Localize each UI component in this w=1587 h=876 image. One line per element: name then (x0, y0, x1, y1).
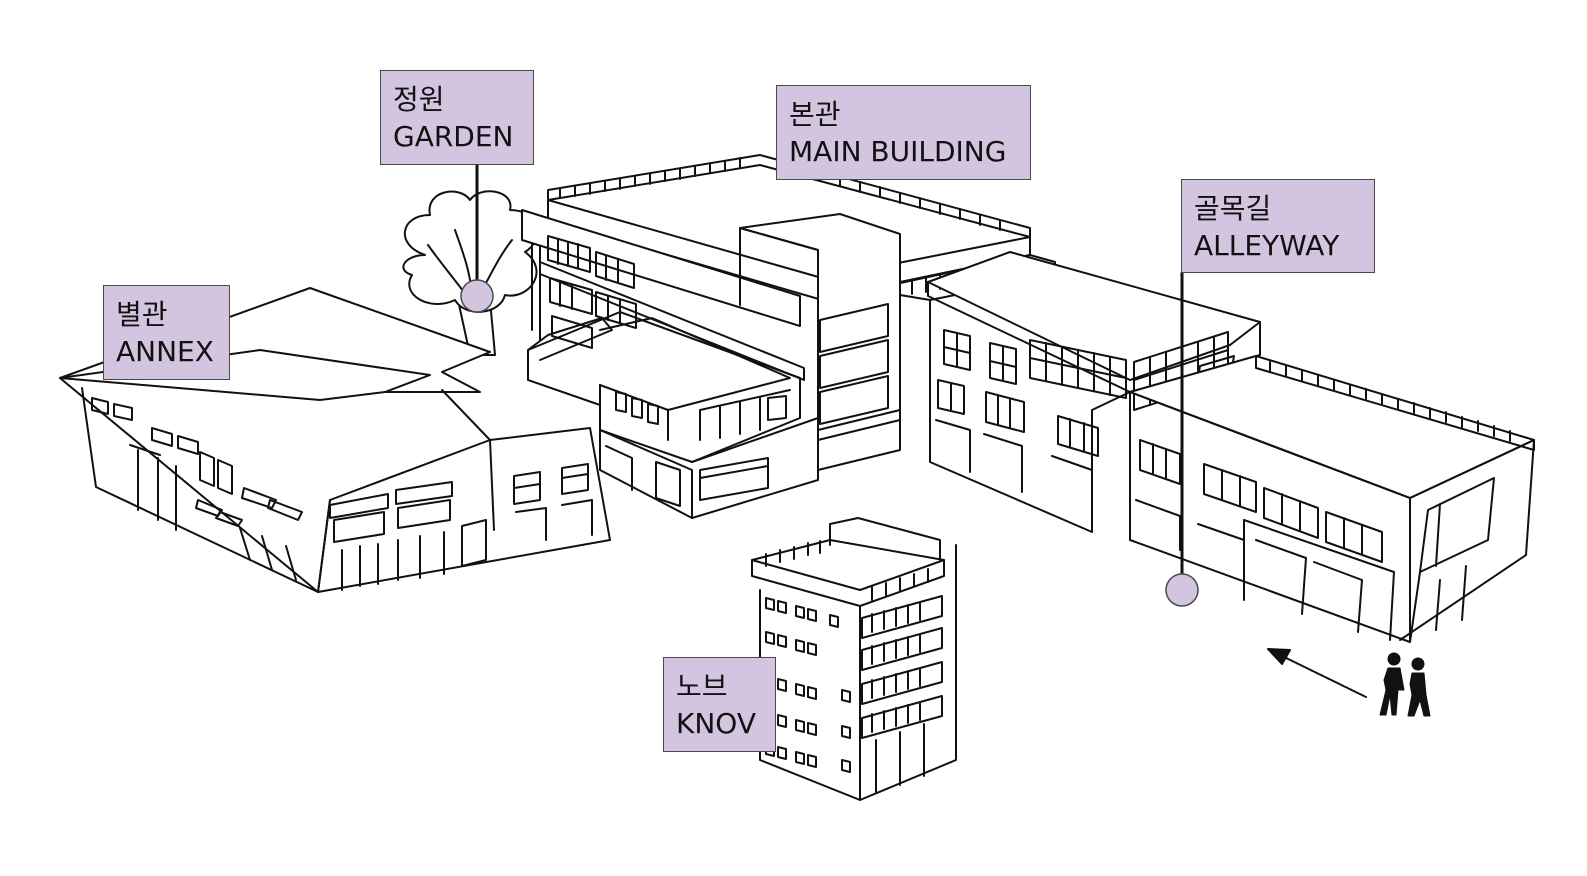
location-pin-marker[interactable] (1165, 573, 1199, 607)
alley-leader (1165, 271, 1199, 607)
knov-label-en: KNOV (676, 707, 757, 740)
location-pin-marker[interactable] (460, 279, 494, 313)
alleyway-label[interactable]: 골목길 ALLEYWAY (1181, 179, 1375, 273)
knov-label[interactable]: 노브 KNOV (663, 657, 776, 752)
garden-label[interactable]: 정원 GARDEN (380, 70, 534, 165)
garden-label-ko: 정원 (393, 83, 445, 116)
annex-building (59, 287, 611, 593)
main-building-label-ko: 본관 (789, 98, 841, 131)
main-building (521, 154, 1056, 471)
annex-label[interactable]: 별관 ANNEX (103, 285, 230, 380)
garden-leader (460, 163, 494, 313)
annex-label-ko: 별관 (116, 298, 168, 331)
knov-building (751, 517, 957, 801)
knov-label-ko: 노브 (676, 670, 728, 703)
central-building (527, 311, 819, 519)
main-building-label-en: MAIN BUILDING (789, 135, 1007, 168)
walking-people-icon (1379, 652, 1431, 717)
direction-arrow-icon (1267, 648, 1367, 698)
alleyway-label-en: ALLEYWAY (1194, 229, 1340, 262)
alley-building (927, 251, 1535, 643)
annex-label-en: ANNEX (116, 335, 214, 368)
tree-icon (402, 190, 538, 356)
main-building-label[interactable]: 본관 MAIN BUILDING (776, 85, 1031, 180)
alleyway-label-ko: 골목길 (1194, 192, 1272, 225)
garden-label-en: GARDEN (393, 120, 514, 153)
